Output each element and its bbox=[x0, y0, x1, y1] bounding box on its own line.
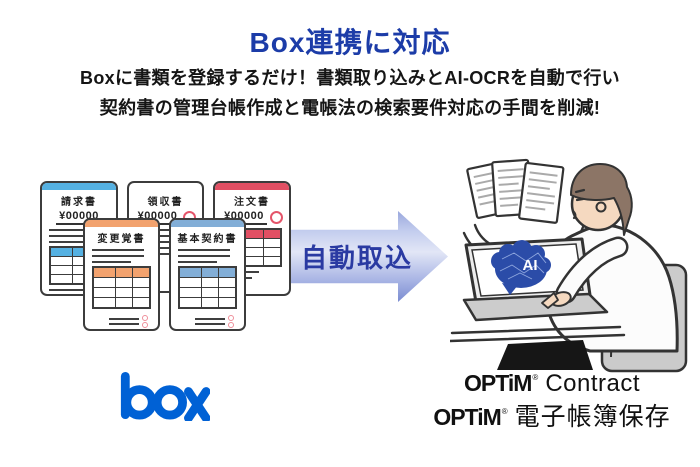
product-name: Contract bbox=[545, 370, 641, 397]
card-color-bar bbox=[85, 220, 158, 227]
text-lines bbox=[49, 229, 109, 243]
signature-area bbox=[171, 315, 234, 328]
table-graphic bbox=[178, 266, 237, 309]
text-lines bbox=[178, 249, 237, 263]
table-graphic bbox=[92, 266, 151, 309]
document-title: 変更覚書 bbox=[97, 234, 146, 245]
optim-contract-logo: OPTiM® Contract bbox=[424, 372, 680, 396]
card-color-bar bbox=[171, 220, 244, 227]
box-logo: box bbox=[120, 372, 210, 421]
optim-logos: OPTiM® Contract OPTiM® 電子帳簿保存 bbox=[424, 372, 680, 430]
optim-denchobo-logo: OPTiM® 電子帳簿保存 bbox=[424, 405, 680, 430]
card-color-bar bbox=[42, 183, 116, 190]
seal-stamps-icon bbox=[142, 315, 148, 328]
bag bbox=[497, 340, 593, 370]
ai-label: AI bbox=[523, 257, 538, 274]
text-lines bbox=[92, 249, 151, 263]
desk bbox=[450, 325, 626, 343]
document-card-base-contract: 基本契約書 bbox=[169, 218, 246, 331]
card-color-bar bbox=[215, 183, 289, 190]
person-head bbox=[570, 163, 633, 236]
flying-papers-icon bbox=[466, 158, 565, 224]
registered-mark: ® bbox=[532, 373, 539, 382]
document-title: 請求書 bbox=[61, 197, 97, 208]
optim-wordmark: OPTiM bbox=[433, 404, 501, 430]
product-name: 電子帳簿保存 bbox=[514, 403, 671, 431]
arrow-label: 自動取込 bbox=[301, 243, 414, 273]
document-card-amendment: 変更覚書 bbox=[83, 218, 160, 331]
signature-lines bbox=[195, 318, 225, 325]
person-arm bbox=[541, 236, 629, 309]
optim-wordmark: OPTiM bbox=[463, 370, 532, 396]
page-title: Box連携に対応 bbox=[249, 27, 451, 58]
hanko-stamp-circle-icon bbox=[269, 211, 283, 224]
hair bbox=[570, 163, 633, 236]
text-lines bbox=[49, 289, 109, 294]
documents-group: 請求書 ¥00000 領収書 ¥00000 注文書 bbox=[38, 170, 294, 333]
document-title: 領収書 bbox=[147, 197, 184, 208]
auto-import-arrow: 自動取込 bbox=[288, 211, 448, 302]
seal-stamps-icon bbox=[228, 315, 234, 328]
hand bbox=[541, 291, 572, 309]
document-title: 基本契約書 bbox=[177, 234, 238, 245]
signature-lines bbox=[109, 318, 139, 325]
signature-area bbox=[85, 315, 148, 328]
subtitle-line1: Boxに書類を登録するだけ！書類取り込みとAI-OCRを自動で行い bbox=[80, 68, 620, 88]
document-title: 注文書 bbox=[234, 197, 270, 208]
registered-mark: ® bbox=[501, 407, 508, 416]
person-at-laptop-illustration: AI bbox=[450, 158, 688, 373]
ai-brain-icon: AI bbox=[491, 240, 551, 295]
subtitle-line2: 契約書の管理台帳作成と電帳法の検索要件対応の手間を削減! bbox=[99, 98, 601, 118]
card-color-bar bbox=[129, 183, 202, 190]
